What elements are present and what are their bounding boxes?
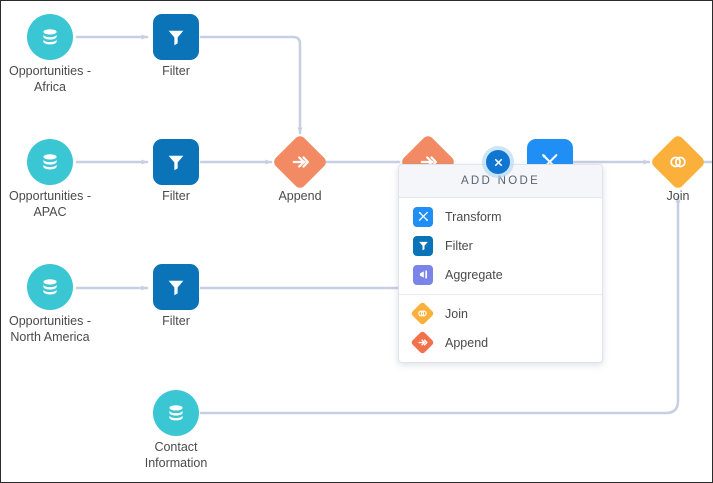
- popup-title: ADD NODE: [460, 175, 541, 187]
- menu-group-combinations: Join Append: [399, 294, 602, 362]
- node-source-contact-information[interactable]: Contact Information: [145, 390, 207, 470]
- node-label: Opportunities - North America: [9, 314, 91, 344]
- node-label: Opportunities - Africa: [9, 64, 91, 94]
- node-label: Contact Information: [144, 440, 208, 470]
- menu-item-label: Filter: [445, 238, 473, 253]
- funnel-icon: [153, 139, 199, 185]
- database-icon: [27, 139, 73, 185]
- menu-item-label: Join: [445, 306, 468, 321]
- database-icon: [153, 390, 199, 436]
- funnel-icon: [153, 264, 199, 310]
- join-icon: [649, 133, 707, 191]
- menu-item-transform[interactable]: Transform: [399, 202, 602, 231]
- menu-item-label: Aggregate: [445, 267, 503, 282]
- wire-contact-join: [199, 195, 681, 415]
- node-label: Filter: [162, 189, 190, 203]
- menu-group-transformations: Transform Filter Aggregate: [399, 198, 602, 294]
- append-icon: [271, 133, 329, 191]
- node-join-1[interactable]: Join: [649, 133, 707, 203]
- funnel-icon: [413, 235, 433, 256]
- node-filter-apac[interactable]: Filter: [153, 139, 199, 203]
- funnel-icon: [153, 14, 199, 60]
- node-filter-north-america[interactable]: Filter: [153, 264, 199, 328]
- node-source-opportunities-north-america[interactable]: Opportunities - North America: [9, 264, 91, 344]
- close-icon[interactable]: [486, 150, 510, 174]
- node-label: Opportunities - APAC: [9, 189, 91, 219]
- menu-item-join[interactable]: Join: [399, 299, 602, 328]
- menu-item-label: Append: [445, 335, 489, 350]
- append-icon: [410, 330, 435, 355]
- node-label: Join: [666, 189, 690, 203]
- node-source-opportunities-africa[interactable]: Opportunities - Africa: [9, 14, 91, 94]
- database-icon: [27, 264, 73, 310]
- node-source-opportunities-apac[interactable]: Opportunities - APAC: [9, 139, 91, 219]
- transform-icon: [413, 206, 433, 227]
- menu-item-aggregate[interactable]: Aggregate: [399, 260, 602, 289]
- node-filter-africa[interactable]: Filter: [153, 14, 199, 78]
- add-node-popup[interactable]: ADD NODE Transform: [398, 164, 603, 363]
- node-label: Filter: [162, 314, 190, 328]
- node-label: Filter: [162, 64, 190, 78]
- menu-item-label: Transform: [445, 209, 502, 224]
- node-append-1[interactable]: Append: [271, 133, 329, 203]
- database-icon: [27, 14, 73, 60]
- wire-filter-africa-append: [199, 35, 303, 135]
- menu-item-append[interactable]: Append: [399, 328, 602, 357]
- menu-item-filter[interactable]: Filter: [399, 231, 602, 260]
- node-label: Append: [278, 189, 322, 203]
- aggregate-icon: [413, 264, 433, 285]
- join-icon: [410, 301, 435, 326]
